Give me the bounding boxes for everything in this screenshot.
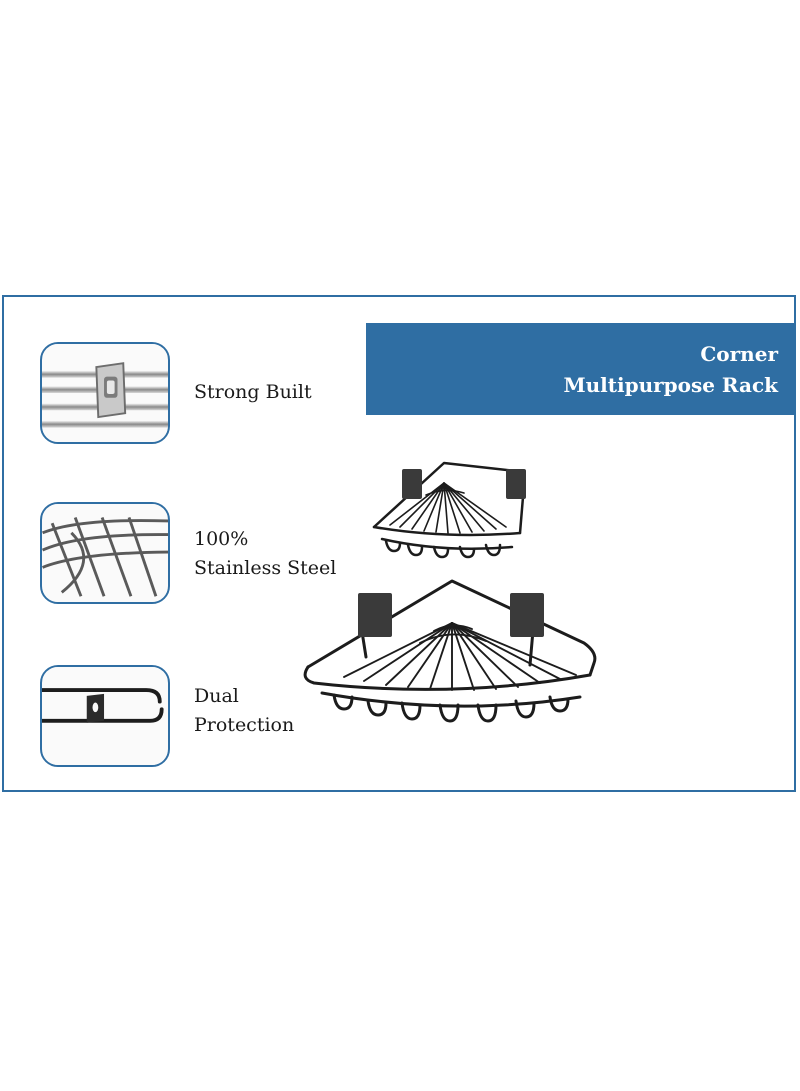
title-banner: Corner Multipurpose Rack [366,323,796,415]
title-line-2: Multipurpose Rack [563,373,778,397]
clip-rail-icon [40,342,170,444]
dual-bar-icon [40,665,170,767]
feature-strong-built: Strong Built [194,381,312,403]
title-line-1: Corner [700,342,778,366]
feature-dual-protection: Dual Protection [194,685,295,736]
steel-wire-icon [40,502,170,604]
feature-stainless-steel: 100% Stainless Steel [194,528,337,579]
corner-rack-product-image [294,447,624,767]
feature-panel: Corner Multipurpose Rack Strong Built [2,295,796,792]
